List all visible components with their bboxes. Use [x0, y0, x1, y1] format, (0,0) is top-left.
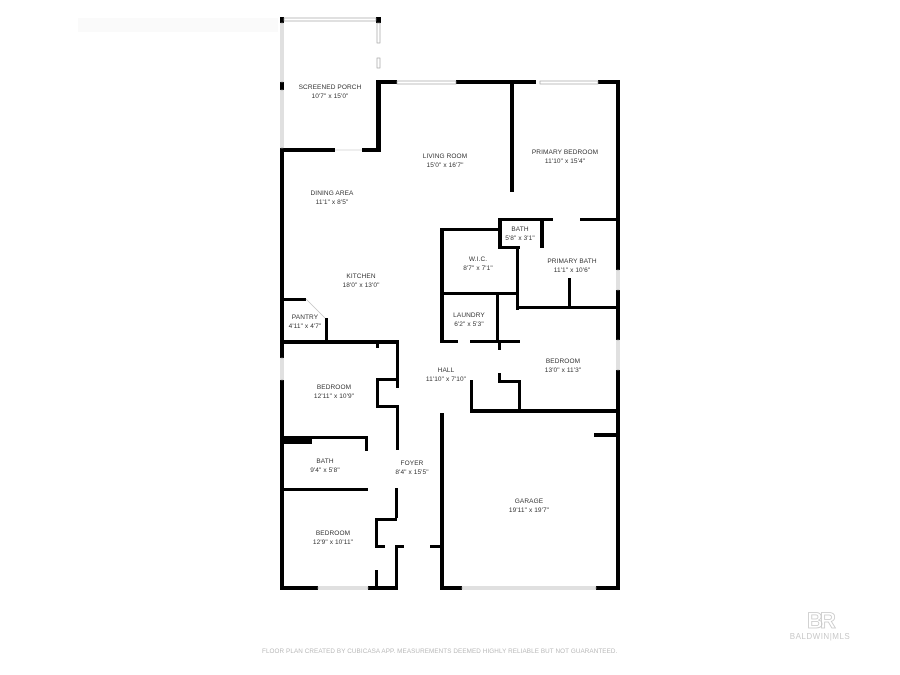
disclaimer-text: FLOOR PLAN CREATED BY CUBICASA APP. MEAS… — [262, 648, 618, 655]
room-label-wic: W.I.C.8'7" x 7'1" — [463, 256, 493, 272]
watermark — [78, 18, 278, 32]
windows — [280, 17, 620, 590]
baldwin-mls-logo: BR BALDWIN|MLS — [780, 608, 860, 642]
doors — [305, 149, 362, 319]
br-logo-icon: BR — [807, 608, 837, 633]
walls — [280, 17, 620, 590]
logo-name: BALDWIN|MLS — [789, 632, 851, 641]
